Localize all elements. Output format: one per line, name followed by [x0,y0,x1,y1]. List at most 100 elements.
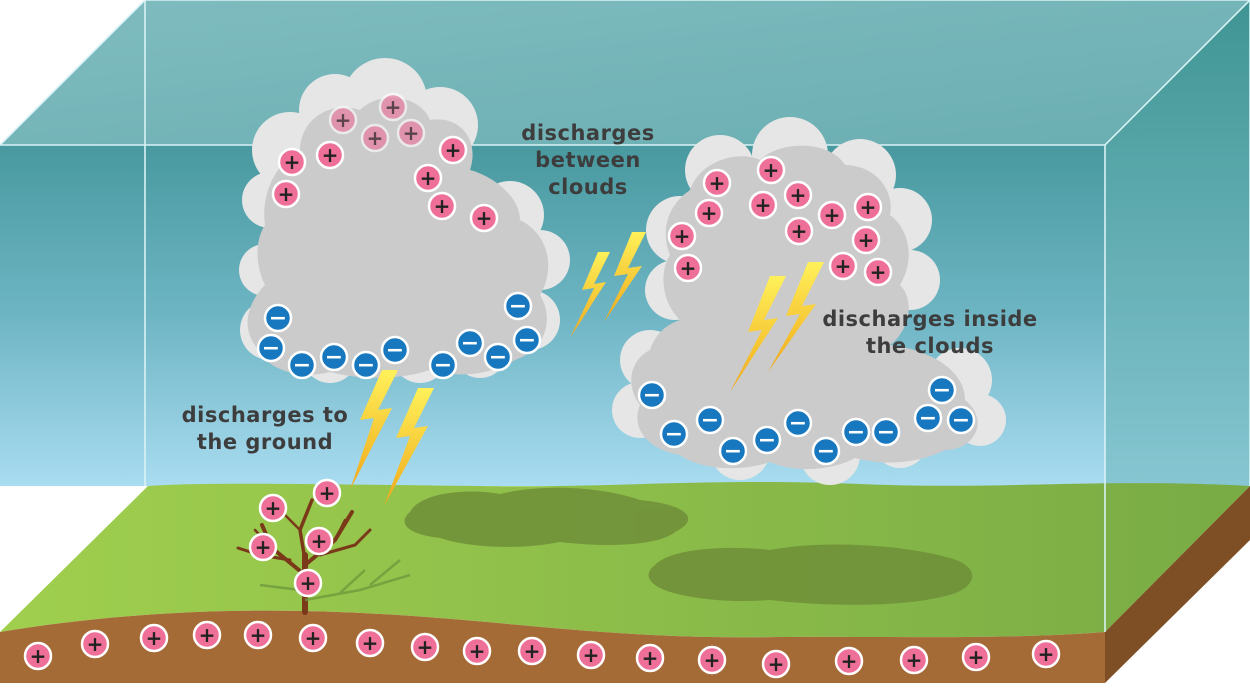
svg-text:−: − [847,420,865,445]
svg-text:+: + [870,260,887,284]
positive-charge-icon: + [702,168,732,198]
svg-text:+: + [790,183,807,207]
svg-text:+: + [906,648,923,672]
svg-text:−: − [789,411,807,436]
positive-charge-icon: + [462,636,492,666]
negative-charge-icon: − [871,417,901,447]
soil-front [0,610,1105,683]
svg-text:+: + [250,623,267,647]
cloud-shadows [404,487,973,605]
negative-charge-icon: − [428,350,458,380]
sky-right-panel [1105,0,1250,486]
positive-charge-icon: + [277,147,307,177]
positive-charge-icon: + [748,190,778,220]
positive-charge-icon: + [828,251,858,281]
svg-text:+: + [755,193,772,217]
svg-text:+: + [701,201,718,225]
svg-text:+: + [278,182,295,206]
svg-text:+: + [300,571,317,595]
svg-text:+: + [824,203,841,227]
svg-text:+: + [469,639,486,663]
positive-charge-icon: + [853,192,883,222]
svg-text:−: − [518,328,536,353]
svg-text:−: − [434,353,452,378]
negative-charge-icon: − [483,342,513,372]
negative-charge-icon: − [659,419,689,449]
svg-text:+: + [968,645,985,669]
positive-charge-icon: + [576,640,606,670]
positive-charge-icon: + [243,620,273,650]
positive-charge-icon: + [378,92,408,122]
negative-charge-icon: − [946,405,976,435]
negative-charge-icon: − [512,325,542,355]
svg-text:+: + [642,646,659,670]
lightning-bolt-icon [350,370,398,490]
svg-text:+: + [311,529,328,553]
svg-text:+: + [841,649,858,673]
svg-text:+: + [403,121,420,145]
svg-text:−: − [293,353,311,378]
negative-charge-icon: − [319,342,349,372]
negative-charge-icon: − [256,333,286,363]
svg-text:+: + [445,138,462,162]
svg-text:+: + [146,626,163,650]
positive-charge-icon: + [438,135,468,165]
svg-text:+: + [322,143,339,167]
positive-charge-icon: + [863,257,893,287]
positive-charge-icon: + [961,642,991,672]
svg-text:−: − [509,294,527,319]
svg-text:+: + [768,652,785,676]
positive-charge-icon: + [258,493,288,523]
lightning-bolt-icon [384,388,434,506]
svg-text:+: + [30,644,47,668]
svg-text:+: + [1038,642,1055,666]
label-discharges-to-ground: discharges to the ground [165,402,365,456]
svg-text:+: + [335,108,352,132]
positive-charge-icon: + [817,200,847,230]
svg-text:+: + [860,195,877,219]
positive-charge-icon: + [315,140,345,170]
svg-text:+: + [362,631,379,655]
positive-charge-icon: + [312,478,342,508]
tree-shadow [259,559,411,602]
label-line: between [535,148,641,172]
positive-charge-icon: + [396,118,426,148]
svg-text:−: − [758,428,776,453]
svg-text:−: − [489,345,507,370]
svg-text:+: + [87,632,104,656]
positive-charge-icon: + [761,649,791,679]
positive-charge-icon: + [694,198,724,228]
lightning-bolt-icon [604,232,646,322]
label-line: the clouds [865,334,995,358]
positive-charge-icon: + [304,526,334,556]
svg-text:+: + [835,254,852,278]
svg-text:−: − [386,338,404,363]
positive-charge-icon: + [23,641,53,671]
svg-text:+: + [763,158,780,182]
soil-side [1105,486,1250,683]
positive-charge-icon: + [139,623,169,653]
positive-charge-icon: + [427,191,457,221]
positive-charge-icon: + [328,105,358,135]
svg-text:−: − [665,422,683,447]
svg-text:+: + [284,150,301,174]
positive-charge-icon: + [469,203,499,233]
svg-text:+: + [704,648,721,672]
label-discharges-between-clouds: discharges between clouds [508,120,668,201]
svg-text:+: + [583,643,600,667]
lightning-bolt-icon [768,262,824,372]
label-discharges-inside-clouds: discharges inside the clouds [812,306,1048,360]
negative-charge-icon: − [718,436,748,466]
svg-text:+: + [420,166,437,190]
svg-text:+: + [265,496,282,520]
svg-text:+: + [319,481,336,505]
positive-charge-icon: + [355,628,385,658]
svg-text:−: − [269,306,287,331]
positive-charge-icon: + [413,163,443,193]
svg-text:+: + [417,635,434,659]
charges-layer: +++++++++++−−−−−−−−−−−+++++++++++++−−−−−… [23,92,1061,679]
positive-charge-icon: + [192,620,222,650]
negative-charge-icon: − [841,417,871,447]
positive-charge-icon: + [834,646,864,676]
